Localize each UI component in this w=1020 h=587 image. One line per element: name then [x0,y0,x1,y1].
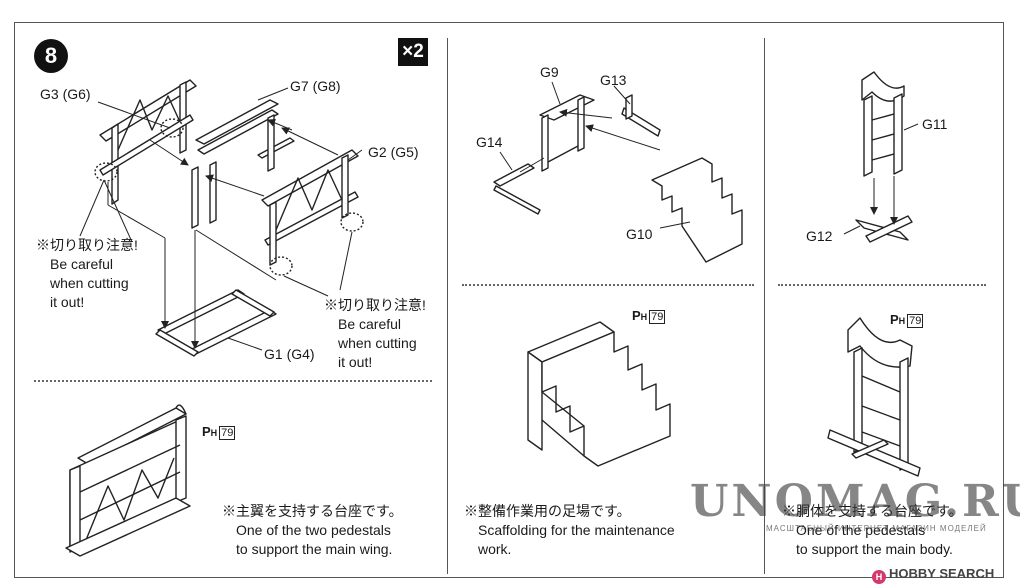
label-g12: G12 [806,228,833,244]
caption-scaffold-en2: work. [478,541,512,557]
caption-body-en1: One of the pedestals [796,522,926,538]
scaffold-parts-drawing [493,81,743,263]
label-g2: G2 (G5) [368,144,419,160]
caution-left-en1: Be careful [50,256,114,272]
label-g10: G10 [626,226,653,242]
hobby-search-logo-icon: H [872,570,886,584]
column-divider-1 [447,38,448,574]
caption-wing-jp: ※主翼を支持する台座です。 [222,503,403,519]
caution-note-right: ※切り取り注意! Be careful when cutting it out! [324,296,426,372]
quantity-multiplier-badge: ×2 [398,38,428,66]
step-number-badge: 8 [34,39,68,73]
caption-scaffold-en1: Scaffolding for the maintenance [478,522,675,538]
caution-note-left: ※切り取り注意! Be careful when cutting it out! [36,236,138,312]
caption-body-jp: ※胴体を支持する台座です。 [782,503,963,519]
part-g3-frame [94,79,197,205]
caution-right-jp: ※切り取り注意! [324,297,426,313]
part-g7-crossbar [195,99,295,172]
wing-pedestal-drawing [65,404,191,557]
caution-left-en2: when cutting [50,275,129,291]
part-g1-base [155,289,277,357]
dotted-separator-right [778,284,986,286]
instruction-frame [14,22,1004,578]
label-g1: G1 (G4) [264,346,315,362]
column-divider-2 [764,38,765,574]
caption-body-en2: to support the main body. [796,541,953,557]
label-g9: G9 [540,64,559,80]
caption-scaffold: ※整備作業用の足場です。 Scaffolding for the mainten… [464,502,675,559]
label-g3: G3 (G6) [40,86,91,102]
caution-left-en3: it out! [50,294,85,310]
body-pedestal-drawing [827,317,921,477]
body-pedestal-parts-drawing [843,71,919,243]
scaffold-stairs-drawing [527,321,671,467]
part-upright-post [191,166,199,229]
watermark-subtext: МАСШТАБНЫЙ ИНТЕРНЕТ МАГАЗИН МОДЕЛЕЙ [766,524,987,533]
caption-wing-en2: to support the main wing. [236,541,393,557]
label-g11: G11 [922,116,948,132]
caption-wing-en1: One of the two pedestals [236,522,391,538]
label-g13: G13 [600,72,627,88]
caption-wing-pedestal: ※主翼を支持する台座です。 One of the two pedestals t… [222,502,403,559]
caution-left-jp: ※切り取り注意! [36,237,138,253]
watermark-text: UNOMAG.RU [690,476,1020,527]
caution-right-en1: Be careful [338,316,402,332]
caption-scaffold-jp: ※整備作業用の足場です。 [464,503,631,519]
caution-right-en3: it out! [338,354,373,370]
dotted-separator-middle [462,284,754,286]
label-g14: G14 [476,134,503,150]
caption-body-pedestal: ※胴体を支持する台座です。 One of the pedestals to su… [782,502,963,559]
dotted-separator-left [34,380,432,382]
source-badge-text: HOBBY SEARCH [889,566,995,581]
label-g7: G7 (G8) [290,78,341,94]
caution-right-en2: when cutting [338,335,417,351]
part-g2-frame [261,149,364,276]
